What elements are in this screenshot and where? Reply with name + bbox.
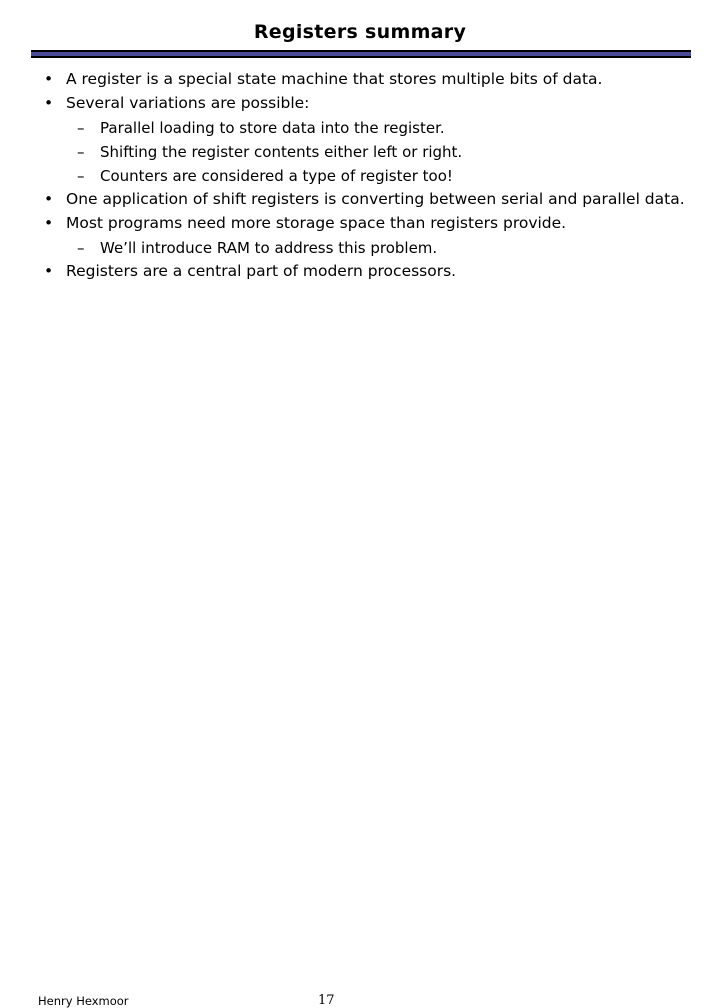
footer-author-text: Henry Hexmoor xyxy=(38,994,129,1008)
dash-marker-icon: – xyxy=(77,167,85,185)
list-item-text: One application of shift registers is co… xyxy=(66,190,685,208)
bullet-marker-icon: • xyxy=(44,190,54,208)
list-item-text: Several variations are possible: xyxy=(66,94,310,112)
sub-list-item: – Counters are considered a type of regi… xyxy=(0,164,720,188)
sub-list-item-text: Shifting the register contents either le… xyxy=(100,143,463,161)
list-item-text: Most programs need more storage space th… xyxy=(66,214,567,232)
dash-marker-icon: – xyxy=(77,119,85,137)
list-item: • A register is a special state machine … xyxy=(0,68,720,91)
title-divider-rule xyxy=(31,50,691,58)
list-item-text: Registers are a central part of modern p… xyxy=(66,262,457,280)
slide-title-block: Registers summary xyxy=(0,21,720,43)
bullet-marker-icon: • xyxy=(44,262,54,280)
bullet-marker-icon: • xyxy=(44,70,54,88)
bullet-marker-icon: • xyxy=(44,214,54,232)
slide-footer: Henry Hexmoor 17 xyxy=(0,494,720,1008)
dash-marker-icon: – xyxy=(77,239,85,257)
page-number: 17 xyxy=(318,993,335,1008)
sub-list-item-text: We’ll introduce RAM to address this prob… xyxy=(100,239,438,257)
slide-canvas: Registers summary • A register is a spec… xyxy=(0,21,720,1008)
dash-marker-icon: – xyxy=(77,143,85,161)
sub-list-item: – We’ll introduce RAM to address this pr… xyxy=(0,236,720,260)
sub-list-item: – Shifting the register contents either … xyxy=(0,140,720,164)
list-item: • Most programs need more storage space … xyxy=(0,212,720,235)
bullet-marker-icon: • xyxy=(44,94,54,112)
list-item: • Registers are a central part of modern… xyxy=(0,260,720,283)
sub-list-item: – Parallel loading to store data into th… xyxy=(0,116,720,140)
list-item-text: A register is a special state machine th… xyxy=(66,70,603,88)
slide-body: • A register is a special state machine … xyxy=(0,68,720,284)
sub-list-item-text: Counters are considered a type of regist… xyxy=(100,167,453,185)
list-item: • One application of shift registers is … xyxy=(0,188,720,211)
page-title: Registers summary xyxy=(253,21,467,43)
list-item: • Several variations are possible: xyxy=(0,92,720,115)
sub-list-item-text: Parallel loading to store data into the … xyxy=(100,119,445,137)
bullet-list: • A register is a special state machine … xyxy=(0,68,720,283)
